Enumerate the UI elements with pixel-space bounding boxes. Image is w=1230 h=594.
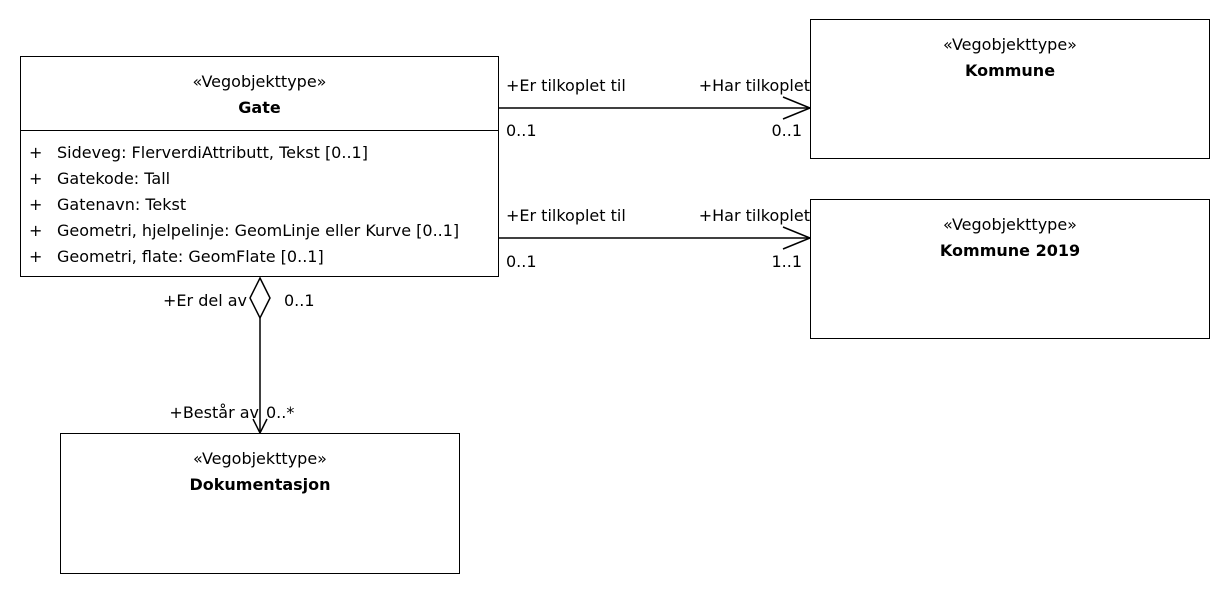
gate-kommune2019-source-multiplicity: 0..1: [506, 252, 537, 271]
attribute-visibility: +: [29, 169, 43, 188]
attribute-row: + Sideveg: FlerverdiAttributt, Tekst [0..…: [21, 140, 498, 166]
class-dokumentasjon-stereotype: «Vegobjekttype»: [193, 449, 327, 468]
class-gate-header: «Vegobjekttype» Gate: [21, 57, 498, 121]
class-kommune-name: Kommune: [964, 61, 1056, 80]
attribute-visibility: +: [29, 143, 43, 162]
class-kommune-stereotype: «Vegobjekttype»: [943, 35, 1077, 54]
class-kommune-2019-stereotype: «Vegobjekttype»: [943, 215, 1077, 234]
gate-kommune2019-source-role: +Er tilkoplet til: [506, 206, 626, 225]
attribute-text: Geometri, flate: GeomFlate [0..1]: [57, 247, 324, 266]
gate-dokumentasjon-whole-multiplicity: 0..1: [284, 291, 315, 310]
attribute-visibility: +: [29, 247, 43, 266]
gate-kommune-target-role: +Har tilkoplet: [698, 76, 810, 95]
attribute-row: + Gatekode: Tall: [21, 166, 498, 192]
class-dokumentasjon-header: «Vegobjekttype» Dokumentasjon: [61, 434, 459, 498]
class-gate-attributes: + Sideveg: FlerverdiAttributt, Tekst [0..…: [21, 130, 498, 270]
class-kommune-2019-header: «Vegobjekttype» Kommune 2019: [811, 200, 1209, 264]
attribute-row: + Gatenavn: Tekst: [21, 192, 498, 218]
attribute-text: Gatekode: Tall: [57, 169, 171, 188]
attribute-visibility: +: [29, 195, 43, 214]
class-kommune[interactable]: «Vegobjekttype» Kommune: [810, 19, 1210, 159]
class-dokumentasjon-name: Dokumentasjon: [189, 475, 331, 494]
attribute-row: + Geometri, hjelpelinje: GeomLinje eller …: [21, 218, 498, 244]
class-kommune-2019-name: Kommune 2019: [939, 241, 1081, 260]
attribute-text: Gatenavn: Tekst: [57, 195, 187, 214]
class-gate[interactable]: «Vegobjekttype» Gate + Sideveg: Flerverdi…: [20, 56, 499, 277]
class-kommune-header: «Vegobjekttype» Kommune: [811, 20, 1209, 84]
attribute-visibility: +: [29, 221, 43, 240]
gate-kommune2019-target-role: +Har tilkoplet: [698, 206, 810, 225]
attribute-row: + Geometri, flate: GeomFlate [0..1]: [21, 244, 498, 270]
aggregation-diamond-icon: [249, 276, 271, 320]
gate-kommune-source-role: +Er tilkoplet til: [506, 76, 626, 95]
attribute-text: Geometri, hjelpelinje: GeomLinje eller K…: [57, 221, 460, 240]
gate-kommune2019-target-multiplicity: 1..1: [771, 252, 802, 271]
class-kommune-2019[interactable]: «Vegobjekttype» Kommune 2019: [810, 199, 1210, 339]
class-gate-name: Gate: [238, 98, 281, 117]
gate-kommune-source-multiplicity: 0..1: [506, 121, 537, 140]
class-gate-stereotype: «Vegobjekttype»: [192, 72, 327, 91]
gate-kommune-target-multiplicity: 0..1: [771, 121, 802, 140]
gate-dokumentasjon-part-multiplicity: 0..*: [266, 403, 295, 422]
attribute-text: Sideveg: FlerverdiAttributt, Tekst [0..1…: [57, 143, 368, 162]
class-dokumentasjon[interactable]: «Vegobjekttype» Dokumentasjon: [60, 433, 460, 574]
gate-dokumentasjon-whole-role: +Er del av: [163, 291, 247, 310]
gate-dokumentasjon-part-role: +Består av: [169, 403, 259, 422]
